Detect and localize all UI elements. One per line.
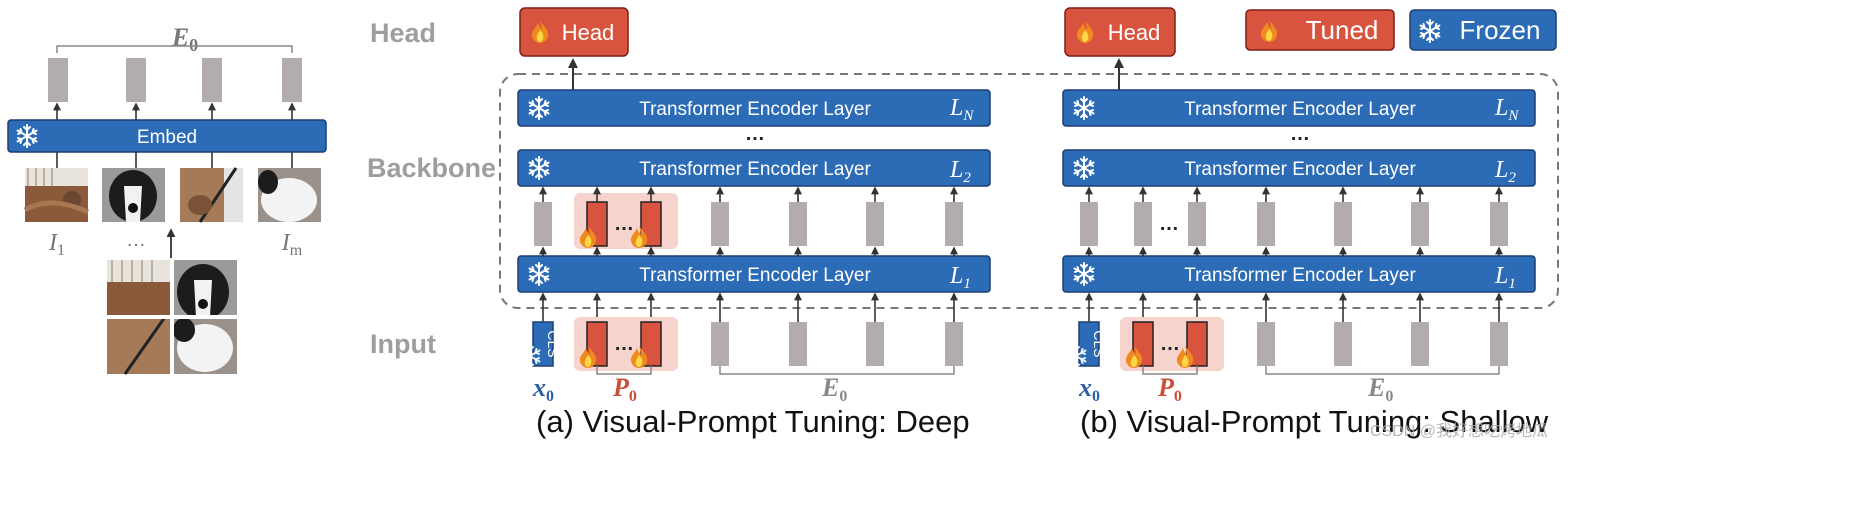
legend: Tuned Frozen — [1245, 9, 1557, 51]
embed-bar — [7, 119, 327, 153]
legend-tuned-label: Tuned — [1306, 15, 1379, 45]
img-label-first: I1 — [48, 230, 65, 259]
embed-arrows — [53, 102, 296, 120]
section-label-head: Head — [370, 18, 436, 48]
embed-label: Embed — [137, 127, 197, 148]
panel-shallow: Head Transformer Encoder Layer LN … Tran… — [1062, 7, 1549, 439]
embed-output-tokens — [48, 58, 302, 102]
cls-token — [532, 321, 554, 367]
full-input-image — [107, 260, 237, 375]
deep-layer-ln: Transformer Encoder Layer LN — [517, 89, 991, 127]
embed-e0-bracket — [56, 45, 293, 53]
shallow-layer-ln-index: LN — [1494, 95, 1519, 124]
legend-tuned: Tuned — [1245, 9, 1395, 51]
watermark: CSDN @我好想吃烤地瓜 — [1370, 422, 1548, 440]
deep-layer-l2: Transformer Encoder Layer L2 — [517, 149, 991, 187]
deep-input-tokens: CLS … — [519, 317, 963, 371]
deep-head-label: Head — [562, 20, 615, 45]
shallow-layer-l2-label: Transformer Encoder Layer — [1184, 159, 1416, 180]
deep-input-dots: … — [614, 333, 634, 355]
shallow-head-box: Head — [1064, 7, 1176, 57]
deep-head-box: Head — [519, 7, 629, 57]
shallow-layer-l1-label: Transformer Encoder Layer — [1184, 265, 1416, 286]
legend-frozen: Frozen — [1409, 9, 1557, 51]
deep-middle-tokens: … — [534, 193, 963, 249]
deep-layer-l2-index: L2 — [949, 157, 971, 186]
patch-image-2 — [102, 168, 165, 222]
img-label-ellipsis: … — [126, 229, 146, 251]
deep-e0-bracket — [719, 366, 955, 375]
patch-image-4 — [258, 168, 321, 222]
cls-token — [1078, 321, 1100, 367]
shallow-middle-tokens — [1080, 202, 1508, 246]
cls-token-label: CLS — [545, 330, 561, 357]
legend-frozen-label: Frozen — [1460, 15, 1541, 45]
shallow-p0-label: P0 — [1157, 373, 1182, 405]
shallow-middle-dots: … — [1159, 213, 1179, 235]
shallow-e0-bracket — [1265, 366, 1500, 375]
embed-e0-label: E0 — [171, 23, 198, 55]
caption-shallow: (b) Visual-Prompt Tuning: Shallow — [1080, 404, 1549, 439]
cls-token-label: CLS — [1091, 330, 1107, 357]
backbone-frame — [499, 73, 1559, 309]
deep-layer-l1-index: L1 — [949, 263, 971, 292]
deep-layer-l2-label: Transformer Encoder Layer — [639, 159, 871, 180]
caption-deep: (a) Visual-Prompt Tuning: Deep — [536, 404, 970, 439]
shallow-layer-l1: Transformer Encoder Layer L1 — [1062, 255, 1536, 293]
shallow-layer-l2: Transformer Encoder Layer L2 — [1062, 149, 1536, 187]
deep-x0-label: x0 — [532, 373, 554, 405]
deep-layer-dots: … — [745, 123, 765, 145]
deep-e0-label: E0 — [821, 373, 847, 405]
shallow-input-dots: … — [1160, 333, 1180, 355]
deep-p0-label: P0 — [612, 373, 637, 405]
shallow-layer-l2-index: L2 — [1494, 157, 1516, 186]
shallow-layer-ln-label: Transformer Encoder Layer — [1184, 99, 1416, 120]
shallow-input-tokens: CLS … — [1065, 317, 1508, 371]
shallow-x0-label: x0 — [1078, 373, 1100, 405]
patch-image-3 — [180, 167, 243, 223]
patch-image-1 — [23, 168, 90, 222]
deep-prompt-dots: … — [614, 213, 634, 235]
embed-panel: E0 Embed — [7, 23, 327, 375]
shallow-layer-l1-index: L1 — [1494, 263, 1516, 292]
shallow-e0-label: E0 — [1367, 373, 1393, 405]
panel-deep: Head Transformer Encoder Layer LN … Tran… — [517, 7, 991, 439]
img-label-last: Im — [281, 230, 303, 259]
deep-layer-l1: Transformer Encoder Layer L1 — [517, 255, 991, 293]
deep-layer-ln-index: LN — [949, 95, 974, 124]
deep-p0-bracket — [596, 366, 652, 375]
shallow-p0-bracket — [1142, 366, 1198, 375]
deep-layer-l1-label: Transformer Encoder Layer — [639, 265, 871, 286]
shallow-layer-dots: … — [1290, 123, 1310, 145]
deep-layer-ln-label: Transformer Encoder Layer — [639, 99, 871, 120]
shallow-head-label: Head — [1108, 20, 1161, 45]
section-label-input: Input — [370, 329, 436, 359]
section-label-backbone: Backbone — [367, 153, 496, 183]
shallow-layer-ln: Transformer Encoder Layer LN — [1062, 89, 1536, 127]
